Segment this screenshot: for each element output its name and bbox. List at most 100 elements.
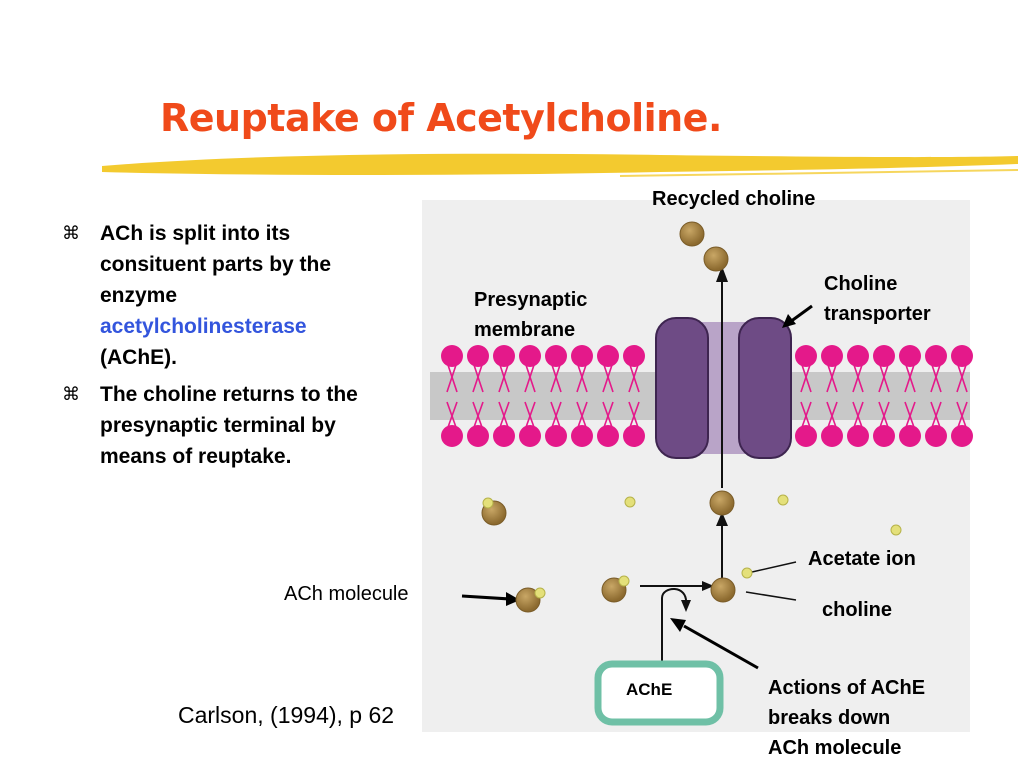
choline-to-transporter-arrowhead — [716, 512, 728, 526]
choline-molecule — [709, 490, 735, 516]
enzyme-catalysis-arrowhead — [681, 600, 691, 612]
choline-molecule — [679, 221, 705, 247]
title-underline-stroke — [102, 153, 1018, 175]
z-bullet-icon: ⌘ — [62, 384, 80, 405]
lipid-tail — [602, 401, 614, 431]
lipid-head — [493, 425, 515, 447]
bullet-item: ⌘ The choline returns to the presynaptic… — [62, 379, 392, 472]
lipid-head — [597, 345, 619, 367]
lipid-tail — [472, 401, 484, 431]
lipid-head — [597, 425, 619, 447]
label-acetate-ion: Acetate ion — [808, 548, 916, 570]
lipid-tail — [878, 361, 890, 393]
lipid-tail — [628, 361, 640, 393]
slide-title: Reuptake of Acetylcholine. — [160, 96, 722, 140]
title-underline-wisp — [619, 169, 1019, 177]
lipid-head — [899, 425, 921, 447]
lipid-head — [545, 345, 567, 367]
ach-molecule-pointer — [461, 594, 511, 601]
lipid-head — [821, 425, 843, 447]
lipid-tail — [472, 361, 484, 393]
lipid-head — [899, 345, 921, 367]
lipid-tail — [602, 361, 614, 393]
lipid-head — [951, 425, 973, 447]
lipid-head — [925, 425, 947, 447]
highlighted-term: acetylcholinesterase — [100, 315, 307, 338]
label-recycled-choline: Recycled choline — [652, 188, 816, 210]
lipid-head — [847, 425, 869, 447]
lipid-tail — [576, 401, 588, 431]
acetate-ion — [534, 587, 546, 599]
lipid-head — [951, 345, 973, 367]
transporter-left-subunit — [655, 317, 709, 459]
lipid-head — [571, 345, 593, 367]
lipid-tail — [576, 361, 588, 393]
actions-pointer-head — [670, 618, 686, 632]
actions-pointer — [683, 624, 759, 670]
lipid-head — [493, 345, 515, 367]
transporter-right-subunit — [738, 317, 792, 459]
lipid-tail — [550, 361, 562, 393]
lipid-head — [467, 345, 489, 367]
choline-pointer — [745, 591, 797, 601]
acetate-ion — [624, 496, 636, 508]
enzyme-catalysis-curve — [661, 588, 688, 662]
lipid-tail — [524, 361, 536, 393]
lipid-head — [545, 425, 567, 447]
transporter-arrowhead — [716, 266, 728, 282]
lipid-tail — [446, 401, 458, 431]
acetate-ion — [741, 567, 753, 579]
lipid-head — [519, 425, 541, 447]
lipid-tail — [930, 361, 942, 393]
lipid-tail — [852, 361, 864, 393]
lipid-tail — [826, 401, 838, 431]
acetate-ion — [890, 524, 902, 536]
citation: Carlson, (1994), p 62 — [178, 702, 395, 728]
lipid-tail — [800, 361, 812, 393]
acetate-pointer — [751, 561, 797, 573]
label-choline: choline — [822, 599, 893, 621]
choline-molecule — [703, 246, 729, 272]
lipid-tail — [930, 401, 942, 431]
lipid-head — [623, 345, 645, 367]
lipid-head — [873, 345, 895, 367]
lipid-head — [467, 425, 489, 447]
lipid-head — [441, 345, 463, 367]
choline-molecule — [710, 577, 736, 603]
bullet-text: The choline returns to the presynaptic t… — [100, 383, 358, 468]
acetate-ion — [777, 494, 789, 506]
lipid-tail — [446, 361, 458, 393]
bullet-text-end: (AChE). — [100, 346, 177, 369]
label-presynaptic-line1: Presynaptic — [474, 289, 588, 311]
lipid-head — [623, 425, 645, 447]
lipid-head — [925, 345, 947, 367]
ache-enzyme-label: AChE — [626, 680, 673, 699]
lipid-tail — [498, 361, 510, 393]
ache-enzyme-box — [594, 660, 724, 726]
label-actions-line3: ACh molecule — [768, 737, 902, 759]
lipid-tail — [956, 361, 968, 393]
lipid-tail — [628, 401, 640, 431]
lipid-tail — [826, 361, 838, 393]
label-actions-line2: breaks down — [768, 707, 891, 729]
bullet-list: ⌘ ACh is split into its consituent parts… — [62, 218, 392, 478]
lipid-head — [873, 425, 895, 447]
label-presynaptic-line2: membrane — [474, 319, 576, 341]
lipid-tail — [852, 401, 864, 431]
lipid-tail — [550, 401, 562, 431]
lipid-head — [795, 425, 817, 447]
lipid-tail — [904, 401, 916, 431]
lipid-tail — [904, 361, 916, 393]
choline-molecule — [515, 587, 541, 613]
lipid-tail — [800, 401, 812, 431]
lipid-head — [795, 345, 817, 367]
transporter-pointer — [789, 304, 813, 324]
bullet-item: ⌘ ACh is split into its consituent parts… — [62, 218, 392, 373]
lipid-head — [571, 425, 593, 447]
label-choline-transporter-line1: Choline — [824, 273, 898, 295]
molecule-group — [481, 221, 902, 613]
reaction-arrowhead — [702, 581, 714, 591]
label-choline-transporter-line2: transporter — [824, 303, 931, 325]
acetate-ion — [482, 497, 494, 509]
